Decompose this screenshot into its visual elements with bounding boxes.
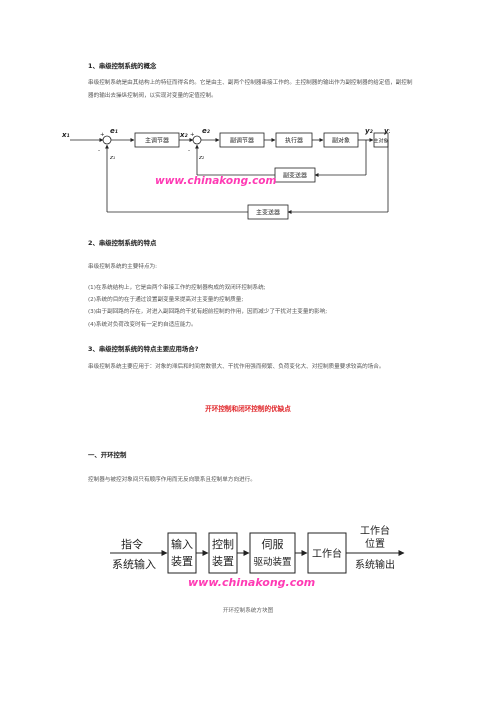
diagram2-caption: 开环控制系统方块图 <box>222 608 274 614</box>
article-title: 开环控制和闭环控制的优缺点 <box>205 405 291 413</box>
sub-controller-block: 副调节器 <box>230 137 254 145</box>
section2-item-1: (1)在系统结构上，它是由两个串接工作的控制器构成的双闭环控制系统; <box>88 285 266 291</box>
z2-label: z₂ <box>198 155 205 161</box>
block-control-device-line1: 控制 <box>212 537 234 551</box>
main-controller-block: 主调节器 <box>145 137 169 145</box>
section2-item-3: (3)由于副回路的存在，对进入副回路的干扰有超前控制的作用，因而减少了干扰对主变… <box>88 309 328 315</box>
section4-paragraph: 控制器与被控对象间只有顺序作用而无反向联系且控制单方向进行。 <box>88 477 256 483</box>
section3-paragraph: 串级控制系统主要应用于：对象的滞后和时间常数很大、干扰作用强而频繁、负荷变化大、… <box>88 364 385 370</box>
output-label-worktable: 工作台 <box>360 524 390 537</box>
e1-label: e₁ <box>110 127 118 135</box>
y1-label: y₁ <box>384 127 390 135</box>
sub-object-block: 副对象 <box>332 137 350 145</box>
block-control-device-line2: 装置 <box>212 555 234 568</box>
z1-label: z₁ <box>109 155 115 161</box>
plus1-label: + <box>100 132 105 138</box>
block-input-device-line1: 输入 <box>171 537 193 551</box>
cascade-control-diagram: 主调节器 副调节器 执行器 副对象 主对象 副变送器 主变送器 x₁ e₁ x₂… <box>61 127 390 220</box>
minus2-label: - <box>188 148 190 154</box>
section3-heading: 3、串级控制系统的特点主要应用场合? <box>88 345 199 353</box>
block-worktable: 工作台 <box>312 547 342 560</box>
main-object-block: 主对象 <box>373 138 388 145</box>
e2-label: e₂ <box>202 127 211 135</box>
x1-label: x₁ <box>61 131 70 139</box>
main-transmitter-block: 主变送器 <box>256 209 280 217</box>
section2-heading: 2、串级控制系统的特点 <box>88 239 157 247</box>
section2-intro: 串级控制系统的主要特点为: <box>88 264 158 270</box>
block-servo-drive-line2: 驱动装置 <box>253 556 291 568</box>
plus2-label: + <box>190 132 195 138</box>
output-label-system-output: 系统输出 <box>355 558 395 571</box>
section1-heading: 1、串级控制系统的概念 <box>88 62 157 70</box>
output-label-position: 位置 <box>365 537 385 550</box>
block-servo-drive-line1: 伺服 <box>262 538 284 551</box>
input-label-command: 指令 <box>121 537 143 551</box>
block-input-device-line2: 装置 <box>171 555 193 568</box>
sub-transmitter-block: 副变送器 <box>283 172 307 180</box>
actuator-block: 执行器 <box>285 137 303 145</box>
section1-paragraph: 串级控制系统是由其结构上的特征而得名的。它是由主、副两个控制器串接工作的。主控制… <box>88 80 413 99</box>
x2-label: x₂ <box>179 131 189 139</box>
input-label-system-input: 系统输入 <box>112 557 156 571</box>
section4-heading: 一、开环控制 <box>88 451 127 459</box>
watermark-1: www.chinakong.com <box>155 175 277 187</box>
minus1-label: - <box>98 148 100 154</box>
section2-item-4: (4)系统对负荷改变时有一定的自适应能力。 <box>88 322 197 328</box>
section2-item-2: (2)系统的目的在于通过设置副变量来提高对主变量的控制质量; <box>88 297 244 303</box>
watermark-2: www.chinakong.com <box>188 576 315 589</box>
open-loop-diagram: 指令 系统输入 输入 装置 控制 装置 伺服 驱动装置 工作台 工作台 位置 系… <box>110 524 405 589</box>
y2-label: y₂ <box>365 127 374 135</box>
